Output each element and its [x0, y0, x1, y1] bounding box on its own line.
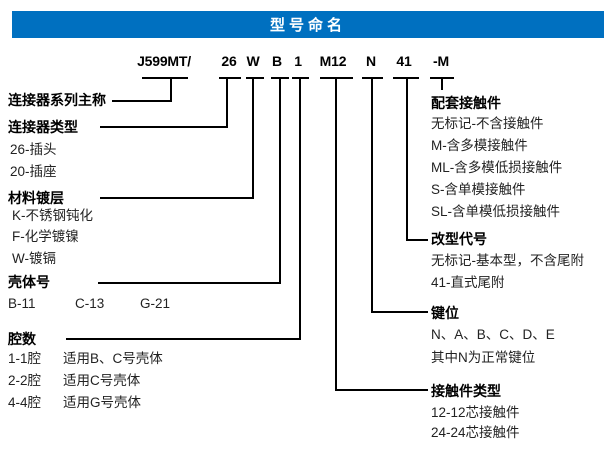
option-plating-f: F-化学镀镍 — [12, 229, 79, 244]
label-type: 连接器类型 — [8, 119, 78, 135]
option-shell-g: G-21 — [140, 296, 171, 311]
option-shell-c: C-13 — [75, 296, 105, 311]
option-shell-b: B-11 — [8, 296, 36, 311]
option-type-plug: 26-插头 — [10, 142, 57, 157]
label-plating: 材料镀层 — [8, 190, 64, 206]
option-plating-w: W-镀镉 — [12, 251, 56, 266]
leader-shell-v — [279, 77, 281, 284]
option-cavity-2-code: 2-2腔 — [8, 373, 42, 388]
leader-plating-v — [252, 77, 254, 199]
leader-series-h — [112, 100, 172, 102]
option-mate-ml: ML-含多模低损接触件 — [431, 160, 563, 175]
label-contact-type: 接触件类型 — [431, 383, 501, 399]
option-key-note: 其中N为正常键位 — [431, 350, 536, 365]
leader-type-h — [100, 126, 228, 128]
model-code-key: N — [366, 53, 376, 69]
option-mate-none: 无标记-不含接触件 — [431, 116, 544, 131]
model-code-mate: -M — [433, 53, 449, 69]
leader-key-h — [371, 311, 428, 313]
tick-plating — [246, 77, 264, 79]
option-type-socket: 20-插座 — [10, 164, 57, 179]
option-plating-k: K-不锈钢钝化 — [12, 208, 93, 223]
model-code-cavity: 1 — [294, 53, 302, 69]
option-cavity-4-code: 4-4腔 — [8, 395, 42, 410]
option-mate-sl: SL-含单模低损接触件 — [431, 204, 561, 219]
option-contact-12: 12-12芯接触件 — [431, 405, 520, 420]
label-series: 连接器系列主称 — [8, 92, 106, 108]
leader-variant-h — [406, 239, 428, 241]
option-mate-s: S-含单模接触件 — [431, 182, 526, 197]
tick-series — [142, 77, 188, 79]
model-code-type: 26 — [221, 53, 237, 69]
label-mating-contacts: 配套接触件 — [431, 95, 501, 111]
page-title: 型号命名 — [269, 17, 346, 34]
leader-mate-v — [441, 77, 443, 90]
model-code-plating: W — [246, 53, 260, 69]
leader-contact-v — [335, 77, 337, 391]
option-mate-m: M-含多模接触件 — [431, 138, 528, 153]
leader-shell-h — [98, 282, 281, 284]
option-variant-41: 41-直式尾附 — [431, 275, 505, 290]
label-variant: 改型代号 — [431, 231, 487, 247]
option-variant-none: 无标记-基本型，不含尾附 — [431, 253, 584, 268]
leader-variant-v — [406, 77, 408, 241]
model-code-series: J599MT/ — [137, 53, 191, 69]
option-cavity-4-desc: 适用G号壳体 — [63, 395, 142, 410]
leader-key-v — [371, 77, 373, 313]
option-key-list: N、A、B、C、D、E — [431, 327, 555, 342]
leader-series-v — [170, 77, 172, 102]
model-code-shell: B — [272, 53, 282, 69]
leader-type-v — [226, 77, 228, 128]
option-cavity-2-desc: 适用C号壳体 — [63, 373, 141, 388]
tick-type — [219, 77, 241, 79]
leader-cavity-v — [299, 77, 301, 340]
leader-cavity-h — [66, 338, 301, 340]
model-code-contact: M12 — [319, 53, 347, 69]
header-title-bar: 型号命名 — [12, 11, 604, 38]
option-cavity-1-desc: 适用B、C号壳体 — [63, 351, 163, 366]
leader-contact-h — [335, 389, 428, 391]
label-cavity: 腔数 — [8, 331, 36, 347]
option-contact-24: 24-24芯接触件 — [431, 425, 520, 440]
model-code-variant: 41 — [396, 53, 412, 69]
leader-plating-h — [100, 197, 254, 199]
option-cavity-1-code: 1-1腔 — [8, 351, 42, 366]
label-shell: 壳体号 — [8, 274, 50, 290]
label-key-position: 键位 — [431, 305, 459, 321]
